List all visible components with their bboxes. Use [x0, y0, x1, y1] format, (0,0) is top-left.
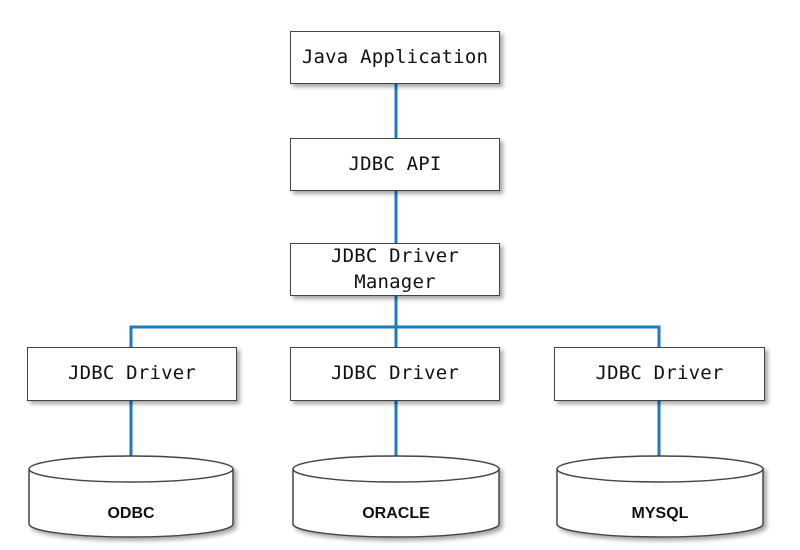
jdbc-api-label: JDBC API	[348, 152, 442, 175]
jdbc-driver-manager-box: JDBC Driver Manager	[290, 243, 500, 296]
jdbc-driver-box-2: JDBC Driver	[290, 347, 500, 401]
database-label-oracle: ORACLE	[362, 505, 430, 522]
jdbc-api-box: JDBC API	[290, 138, 500, 191]
database-odbc	[28, 455, 234, 538]
database-label-odbc: ODBC	[107, 505, 155, 522]
jdbc-driver-label-2: JDBC Driver	[330, 362, 460, 385]
jdbc-driver-label-1: JDBC Driver	[67, 362, 197, 385]
java-application-box: Java Application	[290, 31, 500, 84]
java-application-label: Java Application	[301, 45, 489, 68]
database-oracle	[292, 455, 500, 538]
jdbc-driver-box-1: JDBC Driver	[27, 347, 237, 401]
jdbc-driver-manager-label: JDBC Driver Manager	[330, 244, 460, 293]
database-label-mysql: MYSQL	[632, 505, 689, 522]
jdbc-driver-label-3: JDBC Driver	[595, 362, 724, 385]
jdbc-driver-box-3: JDBC Driver	[554, 347, 765, 401]
database-mysql	[556, 455, 764, 538]
